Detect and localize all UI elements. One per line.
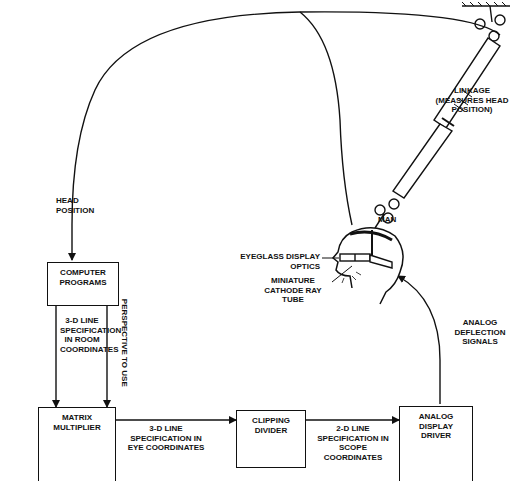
signal-name: ANALOG DEFLECTION SIGNALS — [450, 318, 510, 347]
box-label: CLIPPING DIVIDER — [241, 416, 301, 435]
leader-line — [322, 258, 339, 259]
edge-label: PERSPECTIVE TO USE — [119, 299, 129, 387]
deflection-signal-line — [398, 276, 440, 404]
process-box: MATRIX MULTIPLIER — [38, 407, 116, 481]
leader-line — [332, 266, 352, 282]
signal-name: HEAD POSITION — [56, 196, 100, 215]
process-box: ANALOG DISPLAY DRIVER — [399, 406, 473, 481]
part-name: LINKAGE (MEASURES HEAD POSITION) — [432, 86, 512, 115]
edge-label: 3-D LINE SPECIFICATION IN ROOM COORDINAT… — [60, 316, 104, 354]
connector-arrow — [116, 419, 236, 420]
display-cable — [300, 12, 352, 225]
edge-label: 3-D LINE SPECIFICATION IN EYE COORDINATE… — [124, 424, 208, 453]
head-position-line — [72, 12, 500, 260]
connector-arrow — [306, 419, 399, 420]
edge-label: 2-D LINE SPECIFICATION IN SCOPE COORDINA… — [313, 424, 393, 462]
box-label: COMPUTER PROGRAMS — [52, 268, 114, 287]
part-name: MAN — [378, 215, 402, 225]
connector-arrow — [55, 306, 56, 407]
process-box: CLIPPING DIVIDER — [236, 410, 306, 468]
connector-arrow — [106, 306, 107, 407]
part-name: EYEGLASS DISPLAY OPTICS — [228, 252, 320, 271]
head-outline — [333, 228, 403, 304]
box-label: MATRIX MULTIPLIER — [43, 413, 111, 432]
part-name: MINIATURE CATHODE RAY TUBE — [255, 276, 331, 305]
box-label: ANALOG DISPLAY DRIVER — [404, 412, 468, 441]
process-box: COMPUTER PROGRAMS — [47, 262, 119, 306]
